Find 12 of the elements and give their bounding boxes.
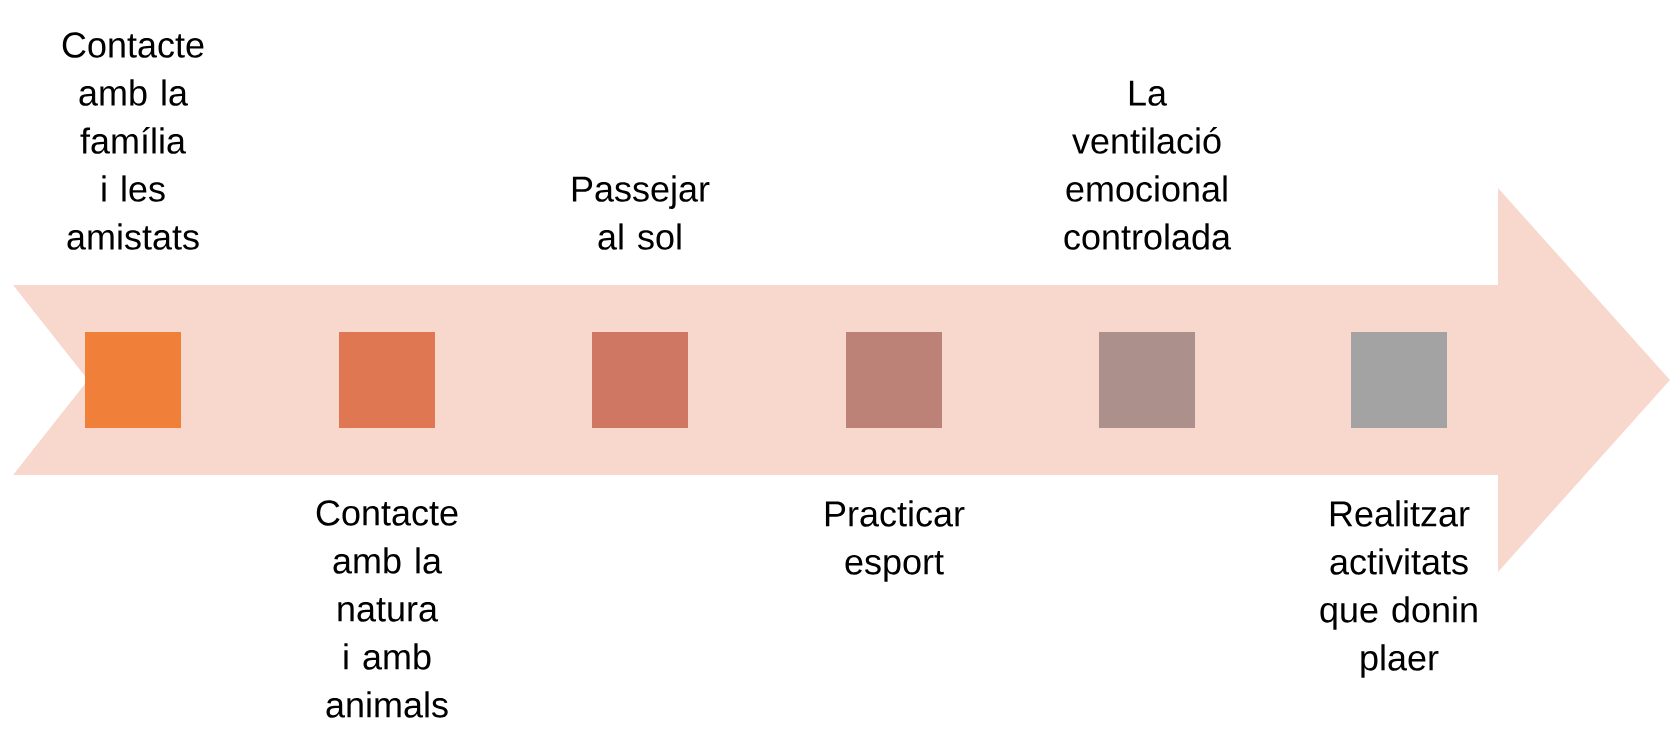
step-label: Practicar esport <box>825 500 965 582</box>
square-marker <box>846 332 942 428</box>
square-marker <box>592 332 688 428</box>
step-label: La ventilació emocional controlada <box>1064 80 1232 250</box>
step-label: Realitzar activitats que donin plaer <box>1320 500 1477 678</box>
step-label: Passejar al sol <box>572 175 710 250</box>
step-label: Contacte amb la família i les amistats <box>62 32 204 250</box>
step-label: Contacte amb la natura i amb animals <box>316 500 458 718</box>
square-marker <box>1351 332 1447 428</box>
square-marker <box>85 332 181 428</box>
square-marker <box>339 332 435 428</box>
square-marker <box>1099 332 1195 428</box>
